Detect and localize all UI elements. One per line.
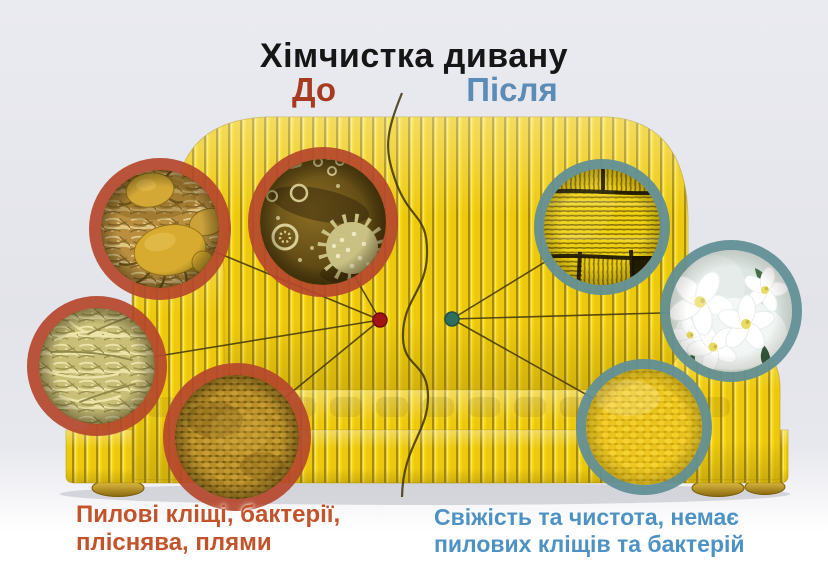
- before-focus-dot: [372, 312, 388, 328]
- dust-mites-texture: [101, 170, 219, 288]
- after-ring: [576, 359, 712, 495]
- dirty-fibers-texture: [39, 308, 155, 424]
- stained-weave-magnifier: [163, 363, 311, 511]
- white-flowers-magnifier: [660, 240, 802, 382]
- dust-mites-magnifier: [89, 158, 231, 300]
- before-caption-line2: пліснява, плями: [76, 529, 272, 557]
- before-caption-line1: Пилові кліщі, бактерії,: [76, 501, 341, 528]
- after-label: Після: [466, 71, 558, 108]
- before-label: До: [291, 71, 337, 108]
- after-focus-dot: [444, 311, 460, 327]
- dirty-fibers-magnifier: [27, 296, 167, 436]
- before-ring: [248, 147, 398, 297]
- stained-weave-texture: [175, 375, 299, 499]
- before-after-divider: [387, 92, 430, 498]
- before-ring: [89, 158, 231, 300]
- clean-threads-magnifier: [534, 159, 670, 295]
- after-ring: [534, 159, 670, 295]
- after-caption-line1: Свіжість та чистота, немає: [434, 504, 740, 530]
- before-caption: Пилові кліщі, бактерії, пліснява, плями: [76, 501, 340, 557]
- before-ring: [163, 363, 311, 511]
- after-caption: Свіжість та чистота, немає пилових кліщі…: [434, 504, 745, 558]
- after-caption-line2: пилових кліщів та бактерій: [434, 530, 745, 557]
- before-ring: [27, 296, 167, 436]
- after-ring: [660, 240, 802, 382]
- clean-weave-texture: [586, 369, 702, 485]
- white-flowers-texture: [670, 250, 792, 372]
- page-title: Хімчистка дивану: [259, 36, 569, 75]
- bacteria-magnifier: [248, 147, 398, 297]
- clean-weave-magnifier: [576, 359, 712, 495]
